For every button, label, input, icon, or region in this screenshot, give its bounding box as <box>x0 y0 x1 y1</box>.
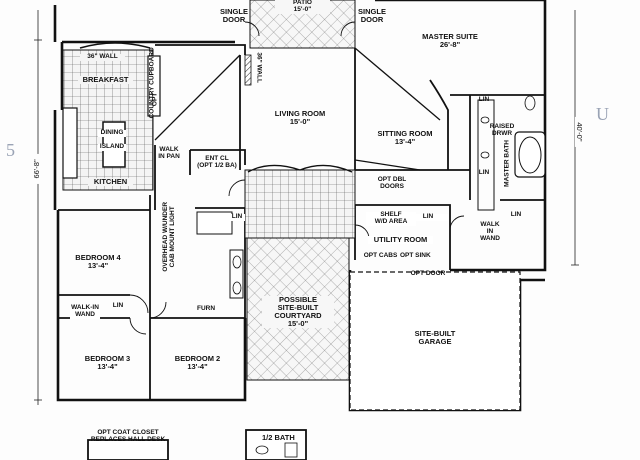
dimension-depth-left: 66'-8" <box>32 153 41 184</box>
master-bath-tub <box>514 131 546 178</box>
label-breakfast: BREAKFAST <box>78 76 133 84</box>
coat-closet-detail <box>87 439 169 460</box>
label-furn: FURN <box>196 305 216 312</box>
label-opt-sink: OPT SINK <box>400 252 431 259</box>
breakfast-arc <box>79 42 151 49</box>
label-opt-cabs: OPT CABS <box>363 252 398 259</box>
label-36-wall-vertical: 36" WALL <box>255 52 263 83</box>
label-lin-utility: LIN <box>408 213 448 221</box>
label-dining: DINING <box>98 129 126 137</box>
garage-floor <box>349 271 521 411</box>
dimension-lines <box>34 10 579 405</box>
label-ent-cl: ENT CL(OPT 1/2 BA) <box>197 155 237 169</box>
label-lin-mid: LIN <box>478 169 490 176</box>
kitchen-counter <box>62 107 78 179</box>
label-island: ISLAND <box>98 143 126 151</box>
label-opt-door: OPT DOOR <box>410 270 446 277</box>
label-master-bath: MASTER BATH <box>503 140 511 187</box>
label-opt: OPT <box>151 92 159 107</box>
pantry-cupboard <box>147 55 161 117</box>
label-36-wall: 36" WALL <box>80 53 125 61</box>
label-lin-bed: LIN <box>112 302 124 309</box>
dimension-depth-right: 40'-0" <box>575 116 584 147</box>
handwritten-mark-left: 5 <box>6 140 15 160</box>
foyer-floor <box>244 169 356 239</box>
label-lin-top: LIN <box>478 96 490 103</box>
label-kitchen: KITCHEN <box>88 178 133 186</box>
handwritten-mark-right: U <box>596 104 609 124</box>
label-half-bath: 1/2 BATH <box>262 433 295 442</box>
label-lin-hall: LIN <box>229 213 245 221</box>
label-utility-room: UTILITY ROOM <box>368 236 433 244</box>
label-lin-bath: LIN <box>510 211 522 218</box>
